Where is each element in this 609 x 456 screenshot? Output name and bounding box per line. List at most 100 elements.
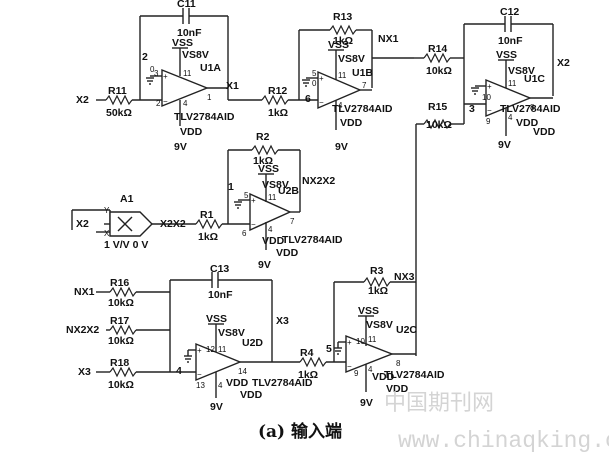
r4-value: 1kΩ [298,369,318,381]
svg-text:+: + [163,72,168,81]
nx1-label: NX1 [378,33,399,45]
r17-value: 10kΩ [108,335,134,347]
nx1-in-label: NX1 [74,286,95,298]
resistor-r13 [329,24,357,36]
pin5: 5 [312,69,317,78]
part-label: TLV2784AID [500,103,561,115]
r1-label: R1 [200,209,214,221]
pin3: 3 [469,103,475,115]
pin14: 14 [238,367,247,376]
pin10: 10 [482,93,491,102]
pin11: 11 [218,345,227,354]
r3-label: R3 [370,265,384,277]
pin2: 2 [156,99,161,108]
pin5: 5 [244,191,249,200]
r14-value: 10kΩ [426,65,452,77]
r16-label: R16 [110,277,129,289]
pin0: 0 [312,79,317,88]
vs-label: VS8V [218,327,245,339]
vdd2-label: VDD [240,389,263,401]
resistor-r4 [299,356,327,368]
amp-label: U2B [278,185,299,197]
pin8: 8 [530,103,535,112]
c13-value: 10nF [208,289,233,301]
svg-text:+: + [347,338,352,347]
vss-label: VSS [258,163,279,175]
part-label: TLV2784AID [332,103,393,115]
v9-label: 9V [360,397,373,409]
resistor-r2 [251,144,279,156]
opamp-u1c [485,78,532,118]
amp-label: U1B [352,67,373,79]
part-label: TLV2784AID [252,377,313,389]
resistor-r1 [195,218,223,230]
stage1-integrator-u1a: + − C11 10nF 2 VSS VS8V U1A X1 TLV2784AI… [76,0,262,153]
vdd-label: VDD [516,117,539,129]
r11-value: 50kΩ [106,107,132,119]
svg-text:−: − [319,98,324,107]
node-4-label: 4 [176,365,182,377]
r15-label: R15 [428,101,447,113]
c12-label: C12 [500,6,519,18]
pin10: 10 [356,337,365,346]
out-label: X1 [226,80,239,92]
a1-label: A1 [120,193,134,205]
v9-label: 9V [335,141,348,153]
vs-label: VS8V [338,53,365,65]
mult-y: Y [104,206,110,215]
c13-label: C13 [210,263,229,275]
vdd2-label: VDD [533,126,556,138]
r13-value: 1kΩ [333,35,353,47]
r13-label: R13 [333,11,352,23]
resistor-r18 [109,366,137,378]
watermark-url: www.chinaqking.com [398,428,609,454]
amp-label: U2D [242,337,263,349]
pin4: 4 [268,225,273,234]
part-label: TLV2784AID [174,111,235,123]
pin0: 0 [150,65,155,74]
svg-text:−: − [347,362,352,371]
opamp-u1b [317,70,362,110]
pin9: 9 [486,117,491,126]
pin4: 4 [338,101,343,110]
vs-label: VS8V [262,179,289,191]
c12-value: 10nF [498,35,523,47]
pin6: 6 [305,93,311,105]
stage3-integrator-u1c: + − C12 10nF X2 VSS VS8V U1C TLV2784AID … [414,6,570,151]
vss-label: VSS [328,39,349,51]
in-label: X2 [76,218,89,230]
r12-value: 1kΩ [268,107,288,119]
resistor-r15 [423,118,451,130]
node-2-label: 2 [142,51,148,63]
pin6: 6 [242,229,247,238]
vdd-label: VDD [226,377,249,389]
opamp-u2b [249,192,292,232]
r2-label: R2 [256,131,270,143]
r14-label: R14 [428,43,447,55]
node-5-label: 5 [326,343,332,355]
vdd-label: VDD [372,371,395,383]
pin7: 7 [290,217,295,226]
resistor-r16 [109,286,137,298]
pin11: 11 [508,79,517,88]
svg-text:−: − [251,220,256,229]
svg-text:+: + [487,82,492,91]
nx3-label: NX3 [394,271,415,283]
stage6-inverter-u2c: + − R3 1kΩ NX3 VSS VS8V U2C TLV2784AID V… [298,124,445,409]
resistor-r17 [109,324,137,336]
pin4: 4 [368,365,373,374]
c11-label: C11 [177,0,196,10]
r4-label: R4 [300,347,314,359]
nx2x2-label: NX2X2 [302,175,335,187]
vss-label: VSS [496,49,517,61]
amp-label: U2C [396,324,417,336]
x3-in-label: X3 [78,366,91,378]
vdd-label: VDD [340,117,363,129]
pin9: 9 [354,369,359,378]
pin13: 13 [196,381,205,390]
r11-label: R11 [108,85,127,97]
vs-label: VS8V [182,49,209,61]
stage2-inverter-u1b: + − R13 1kΩ NX1 VSS VS8V U1B TLV2784AID … [261,11,414,153]
vss-label: VSS [172,37,193,49]
part-label: TLV2784AID [282,234,343,246]
